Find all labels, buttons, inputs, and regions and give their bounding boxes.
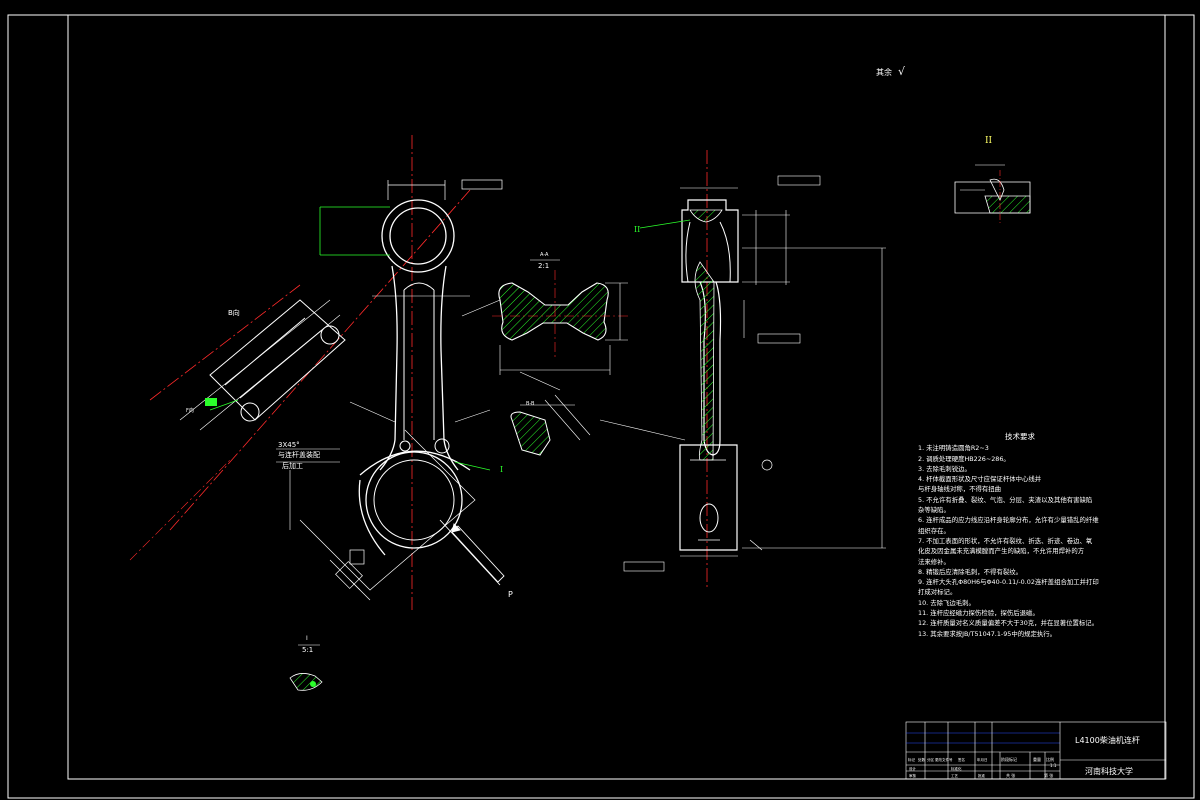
- tech-item: 4. 杆体截面形状及尺寸应保证杆体中心线并: [918, 475, 1042, 484]
- section-label-b: B-B: [526, 401, 535, 407]
- tech-item: 1. 未注明铸造圆角R2~3: [918, 444, 989, 453]
- tech-item: 12. 连杆质量对名义质量偏差不大于30克，并在显著位置标记。: [918, 619, 1099, 628]
- title-header-1: 处数: [918, 757, 926, 762]
- tech-item: 11. 连杆应经磁力探伤检验，探伤后退磁。: [918, 609, 1039, 618]
- roughness-note: 其余: [876, 67, 892, 77]
- title-header-3: 更改文件号: [935, 757, 953, 762]
- tech-item: 打成对标记。: [918, 588, 957, 597]
- tech-item: 8. 精锻后应清除毛刺，不得有裂纹。: [918, 567, 1022, 576]
- direction-tag: B向: [228, 308, 240, 317]
- page-label: 第 张: [1044, 772, 1053, 778]
- title-header-2: 分区: [927, 757, 935, 762]
- tech-item: 3. 去除毛刺锐边。: [918, 464, 971, 473]
- outer-frame: [7, 14, 1195, 799]
- detail-ii-label-top: II: [985, 136, 993, 146]
- scale-value: 1:1: [1050, 763, 1057, 768]
- title-header-4: 签名: [958, 757, 965, 762]
- title-role-1: 审核: [909, 773, 917, 778]
- part-name: L4100柴油机连杆: [1075, 735, 1140, 745]
- title-header-0: 标记: [908, 757, 916, 762]
- detail-ii-label-left: II: [634, 225, 640, 234]
- title-role-4: 批准: [978, 773, 986, 778]
- chamfer-note-1: 与连杆盖装配: [278, 450, 320, 459]
- detail-i: [289, 644, 323, 691]
- section-b-b: [510, 371, 686, 456]
- detail-i-scale: 5:1: [302, 646, 313, 654]
- chamfer-note-2: 后加工: [282, 461, 303, 470]
- tech-item: 10. 去除飞边毛刺。: [918, 598, 975, 607]
- title-role-0: 设计: [909, 766, 917, 771]
- load-label: P: [508, 590, 513, 599]
- tech-item: 化皮及因金属未充满模膛而产生的缺陷，不允许用焊补的方: [918, 547, 1085, 556]
- tech-item: 5. 不允许有折叠、裂纹、气泡、分层、夹渣以及其他有害缺陷: [918, 495, 1093, 504]
- title-role-2: 工艺: [951, 773, 959, 778]
- tech-item: 7. 不加工表面的形状，不允许有裂纹、折迭、折迹、卷边、氧: [918, 536, 1093, 545]
- title-header-5: 年月日: [977, 757, 988, 762]
- scale-label: 比例: [1046, 756, 1054, 762]
- weight-label: 重量: [1033, 756, 1041, 762]
- tech-item: 杂等缺陷。: [918, 506, 950, 515]
- rod-side-view: [623, 150, 886, 590]
- tech-item: 9. 连杆大头孔Φ80H6与Φ40-0.11/-0.02连杆盖组合加工并打印: [918, 578, 1099, 587]
- detail-i-caption: I: [306, 635, 308, 642]
- roughness-symbol: √: [898, 65, 906, 78]
- section-label-a: A-A: [540, 252, 549, 258]
- inner-frame: [67, 14, 1166, 780]
- stage-label: 阶段标记: [1001, 756, 1017, 762]
- section-scale-a: 2:1: [538, 262, 549, 270]
- direction-label: F向: [186, 407, 194, 414]
- sheet-label: 共 张: [1006, 772, 1015, 778]
- title-role-3: 标准化: [951, 766, 962, 771]
- section-a-a: [461, 259, 630, 375]
- tech-item: 6. 连杆成品的应力线应沿杆身轮廓分布，允许有少量错乱的纤维: [918, 516, 1099, 525]
- tech-item: 组织存在。: [918, 526, 950, 535]
- rod-front-view: [129, 135, 505, 610]
- technical-requirements: 技术要求 1. 未注明铸造圆角R2~3 2. 调质处理硬度HB226~286。 …: [918, 432, 1122, 639]
- title-block-grid: [905, 721, 1167, 780]
- tech-item: 2. 调质处理硬度HB226~286。: [918, 454, 1010, 463]
- tech-item: 13. 其余要求按JB/T51047.1-95中的规定执行。: [918, 629, 1057, 638]
- detail-ii: [954, 164, 1031, 225]
- tech-requirements-title: 技术要求: [1005, 432, 1035, 441]
- chamfer-label: 3X45°: [278, 441, 300, 449]
- detail-i-label: I: [500, 465, 503, 474]
- tech-item: 法来修补。: [918, 557, 950, 566]
- school-name: 河南科技大学: [1085, 766, 1133, 776]
- tech-item: 与杆身轴线对称，不得有扭曲: [918, 485, 1002, 494]
